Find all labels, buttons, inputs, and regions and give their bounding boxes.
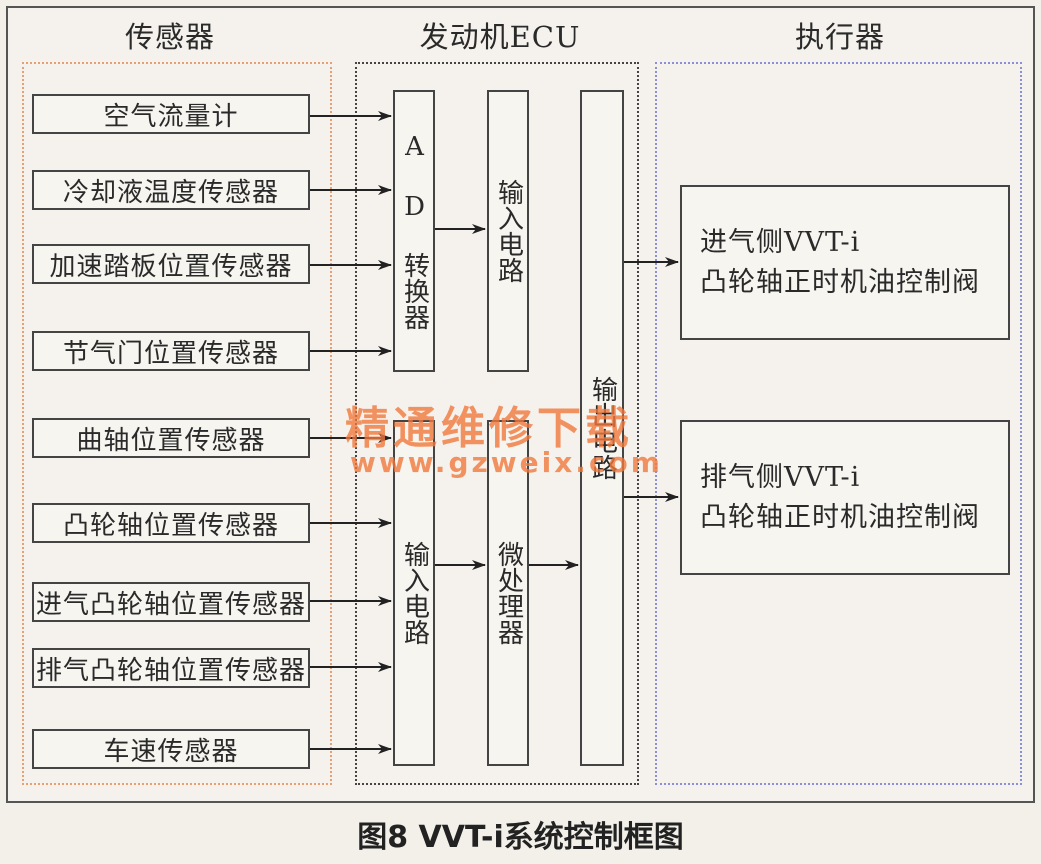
sensor-crankshaft-position: 曲轴位置传感器 (32, 418, 310, 458)
actuator-intake-line1: 进气侧VVT-i (700, 226, 861, 258)
sensor-intake-camshaft: 进气凸轮轴位置传感器 (32, 582, 310, 622)
figure-caption: 图8 VVT-i系统控制框图 (357, 820, 684, 855)
sensors-column-title: 传感器 (124, 20, 215, 54)
sensor-vehicle-speed: 车速传感器 (32, 729, 310, 769)
input-circuit-bottom-block: 输入电路 (393, 420, 435, 766)
sensor-throttle-position: 节气门位置传感器 (32, 331, 310, 371)
watermark-url: www.gzweix.com (350, 446, 663, 479)
microprocessor-block: 微处理器 (487, 420, 529, 766)
sensor-exhaust-camshaft: 排气凸轮轴位置传感器 (32, 648, 310, 688)
sensor-accelerator-pedal: 加速踏板位置传感器 (32, 244, 310, 284)
actuator-exhaust-line1: 排气侧VVT-i (700, 461, 861, 493)
ecu-column-title: 发动机ECU (419, 20, 581, 54)
ad-converter-block: A D 转换器 (393, 90, 435, 372)
actuator-intake-line2: 凸轮轴正时机油控制阀 (700, 266, 980, 298)
actuators-group (655, 62, 1022, 785)
actuators-column-title: 执行器 (794, 20, 885, 54)
ecu-group (355, 62, 639, 785)
sensors-group (22, 62, 332, 785)
actuator-intake-ocv: 进气侧VVT-i 凸轮轴正时机油控制阀 (680, 185, 1010, 340)
watermark-text: 精通维修下载 (345, 403, 633, 454)
actuator-exhaust-ocv: 排气侧VVT-i 凸轮轴正时机油控制阀 (680, 420, 1010, 575)
sensor-air-flow-meter: 空气流量计 (32, 94, 310, 134)
input-circuit-top-block: 输入电路 (487, 90, 529, 372)
actuator-exhaust-line2: 凸轮轴正时机油控制阀 (700, 501, 980, 533)
sensor-coolant-temp: 冷却液温度传感器 (32, 170, 310, 210)
output-circuit-block: 输出电路 (580, 90, 624, 766)
sensor-camshaft-position: 凸轮轴位置传感器 (32, 503, 310, 543)
